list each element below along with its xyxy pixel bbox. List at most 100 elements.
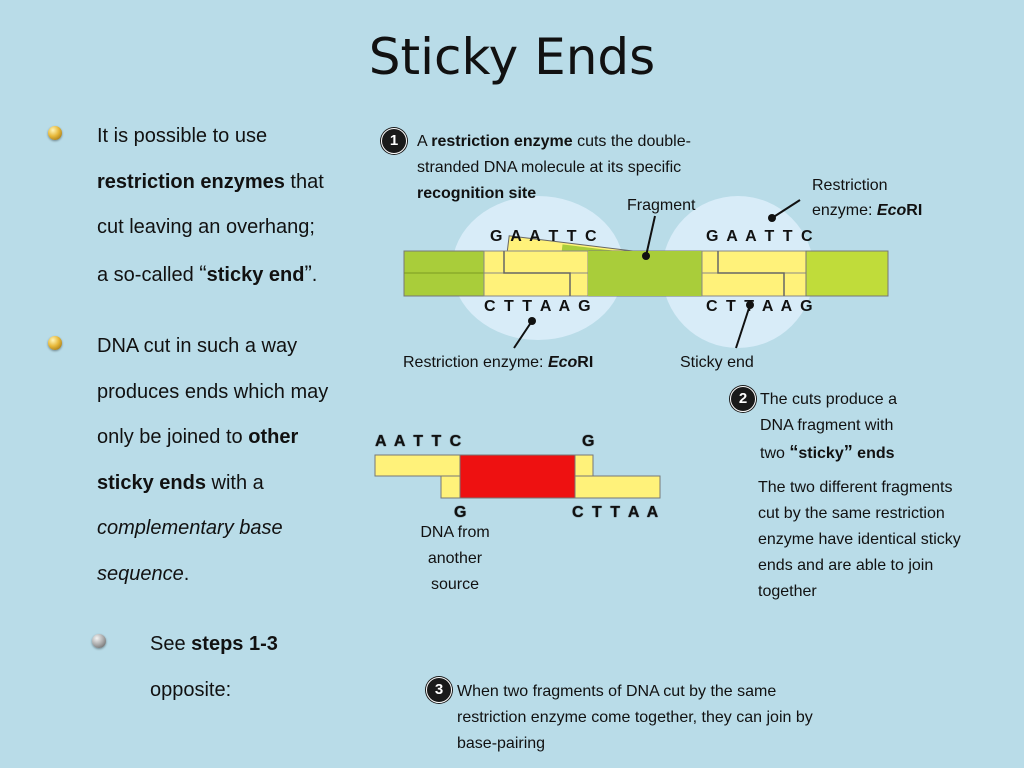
enzyme-top-label-line-2: enzyme: EcoRI [812,198,962,223]
step-3-line-1: When two fragments of DNA cut by the sam… [457,683,777,700]
step-3-number: 3 [426,677,452,703]
seq2-top-left: A A T T C [375,433,464,450]
fragment-label: Fragment [627,197,696,214]
step-1-line-2: stranded DNA molecule at its specific [417,159,682,176]
sub-bullet-line-1: See steps 1-3 [150,622,370,668]
enzyme-top-label-line-1: Restriction [812,177,888,194]
foreign-dna [374,454,661,499]
fragment-pointer [645,215,656,257]
step-2-line-3: two “sticky” ends [760,439,960,467]
bullet-1-line-4: a so-called “sticky end”. [97,251,387,299]
bullet-2-line-2: produces ends which may [97,380,329,403]
seq-top-right: G A A T T C [706,228,815,245]
dna-source-line: DNA from [420,524,490,541]
dna-source-label: DNA from another source [395,520,515,598]
step-1-line-1: A restriction enzyme cuts the double- [417,129,777,155]
bullet-1-text: that [284,170,324,193]
step-2-bold: sticky [798,445,844,462]
bullet-1-line-2: restriction enzymes that [97,160,387,206]
dna-source-line: source [430,576,480,593]
pointer-dot [746,301,754,309]
bullet-icon [48,126,62,140]
step-1-description: A restriction enzyme cuts the double- st… [417,129,777,207]
seq2-bottom-left: G [454,504,469,521]
bullet-1-text: a so-called [97,263,200,286]
bullet-2-line-5: complementary base [97,506,387,552]
bullet-2-line-1: DNA cut in such a way [97,335,298,357]
bullet-icon [48,336,62,350]
open-quote: “ [199,260,207,286]
seq-bottom-left: C T T A A G [484,298,593,315]
period: . [183,562,190,585]
seq2-bottom-right: C T T A A [572,504,661,521]
bullet-1-line-1: It is possible to use [97,125,268,147]
step-3-line-3: base-pairing [457,735,546,752]
enzyme-top-label: Restriction enzyme: EcoRI [812,173,962,223]
bullet-2-line-4: sticky ends with a [97,461,387,507]
enzyme-bottom-pointer [513,320,533,349]
sub-bullet-bold: steps 1-3 [191,633,278,655]
seq-bottom-right: C T T A A G [706,298,815,315]
enzyme-eco: Eco [876,202,907,219]
dna-double-strand [403,250,889,297]
close-quote: ” [843,442,853,462]
step-2-line-2: DNA fragment with [760,417,894,434]
pointer-dot [642,252,650,260]
step-2-paragraph-2: The two different fragments cut by the s… [758,475,1008,605]
sub-bullet-line-2: opposite: [150,678,232,701]
bullet-2-text: only be joined to [97,426,249,448]
step-1-number: 1 [381,128,407,154]
enzyme-top-pointer [771,199,801,219]
pointer-dot [528,317,536,325]
step-1-bold: restriction enzyme [431,133,573,150]
seq-top-left: G A A T T C [490,228,599,245]
sticky-end-pointer [735,304,751,349]
step-1-text: A [417,133,432,150]
bullet-2: DNA cut in such a way produces ends whic… [97,324,387,597]
bullet-2-italic: complementary base [97,517,283,539]
step-2-para-line: ends and are able to join [758,557,934,574]
seq2-top-right: G [582,433,597,450]
step-2-para-line: cut by the same restriction [758,505,945,522]
bullet-2-bold: sticky ends [97,471,206,494]
close-quote: ” [304,260,312,286]
enzyme-text: enzyme: [812,202,877,219]
slide-title: Sticky Ends [368,28,656,86]
step-3-description: When two fragments of DNA cut by the sam… [457,679,897,757]
period: . [311,263,318,286]
step-1-bold: recognition site [417,185,537,202]
bullet-2-line-3: only be joined to other [97,415,387,461]
bullet-2-bold: other [248,426,299,448]
step-1-text: cuts the double- [572,133,691,150]
enzyme-eco: Eco [547,354,578,371]
bullet-2-text: with a [205,471,264,494]
open-quote: “ [789,442,799,462]
step-2-para-line: The two different fragments [758,479,953,496]
enzyme-bottom-label: Restriction enzyme: EcoRI [403,352,593,374]
step-3-line-2: restriction enzyme come together, they c… [457,709,813,726]
sub-bullet: See steps 1-3 opposite: [150,622,370,713]
enzyme-text: Restriction enzyme: [403,354,548,371]
bullet-1: It is possible to use restriction enzyme… [97,114,387,298]
bullet-2-italic: sequence [97,562,184,585]
step-2-description: The cuts produce a DNA fragment with two… [760,387,960,467]
sub-bullet-text: See [150,633,192,655]
step-1-line-3: recognition site [417,181,777,207]
sticky-end-label: Sticky end [680,354,754,371]
enzyme-ri: RI [906,202,923,219]
step-2-para-line: enzyme have identical sticky [758,531,961,548]
step-2-para-line: together [758,583,817,600]
step-2-text: two [760,445,790,462]
sub-bullet-icon [92,634,106,648]
enzyme-ri: RI [577,354,594,371]
bullet-1-bold: sticky end [206,263,305,286]
dna-source-line: another [427,550,483,567]
step-2-bold: ends [852,445,895,462]
step-2-line-1: The cuts produce a [760,391,897,408]
bullet-2-line-6: sequence. [97,552,387,598]
pointer-dot [768,214,776,222]
bullet-1-line-3: cut leaving an overhang; [97,216,315,238]
step-2-number: 2 [730,386,756,412]
bullet-1-bold: restriction enzymes [97,170,285,193]
